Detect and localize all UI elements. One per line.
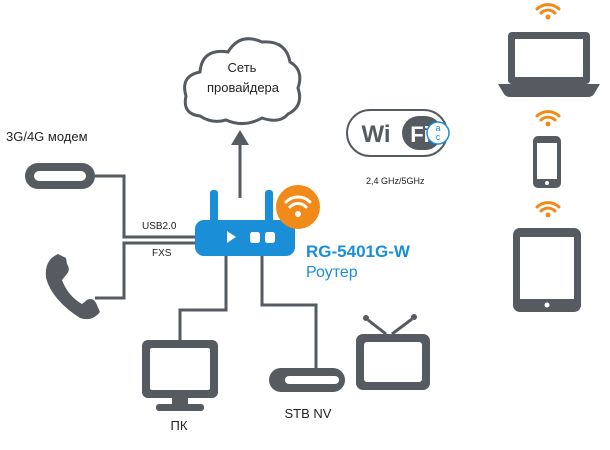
smartphone-icon — [533, 136, 561, 188]
wifi-logo-fi: Fi — [410, 122, 430, 147]
cloud-icon — [183, 37, 302, 125]
modem-link — [95, 174, 196, 239]
laptop-icon — [498, 32, 600, 97]
router-model: RG-5401G-W — [306, 242, 411, 261]
modem-label: 3G/4G модем — [6, 129, 88, 144]
smartphone-wifi-icon — [535, 110, 561, 128]
router-icon — [195, 190, 295, 256]
monitor-icon — [142, 340, 218, 411]
wifi-standard-a: a — [435, 123, 440, 133]
fxs-port-label: FXS — [152, 248, 172, 259]
wifi-logo-wi: Wi — [361, 121, 390, 148]
arrow-up-icon — [231, 130, 249, 145]
router-wifi-badge — [276, 185, 320, 229]
connection-lines — [95, 140, 318, 368]
pc-link — [178, 255, 228, 340]
usb-port-label: USB2.0 — [142, 221, 177, 232]
cloud-label-line2: провайдера — [207, 80, 280, 95]
tv-icon — [356, 314, 430, 390]
tablet-wifi-icon — [535, 201, 561, 219]
stb-label: STB NV — [285, 406, 332, 421]
phone-icon — [45, 254, 100, 320]
wifi-standard-c: c — [436, 132, 441, 142]
router-role: Роутер — [306, 264, 358, 281]
phone-link — [95, 241, 196, 300]
laptop-wifi-icon — [535, 3, 561, 21]
stb-link — [260, 255, 318, 368]
stb-icon — [269, 368, 345, 392]
modem-icon — [25, 163, 95, 189]
pc-label: ПК — [171, 418, 188, 433]
wifi-bands-label: 2,4 GHz/5GHz — [366, 176, 425, 186]
wifi-ac-logo: Wi Fi a c — [346, 109, 450, 157]
tablet-icon — [513, 228, 581, 312]
cloud-label-line1: Сеть — [228, 60, 257, 75]
